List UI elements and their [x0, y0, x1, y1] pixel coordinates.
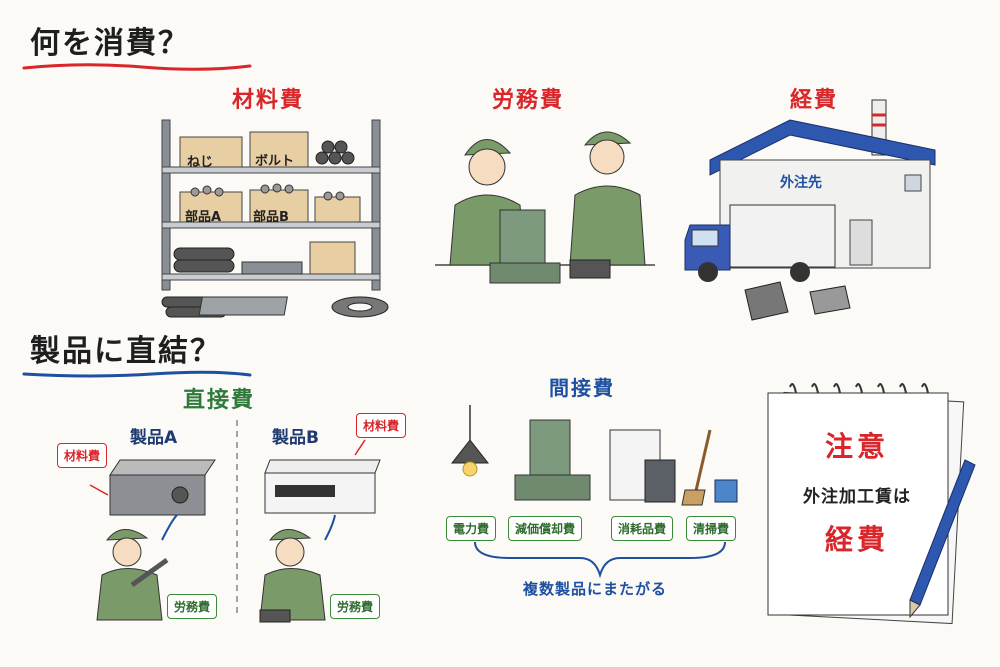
- indirect-tag-cleaning: 清掃費: [686, 516, 737, 541]
- expense-label: 経費: [790, 88, 839, 113]
- direct-divider: [236, 420, 238, 615]
- red-underline: [22, 63, 252, 71]
- factory-truck-illustration: [684, 99, 936, 321]
- note-title: 注意: [824, 430, 889, 463]
- worker-a-illustration: [96, 514, 178, 621]
- product-a-label: 製品A: [130, 428, 178, 448]
- box-label-part-a: 部品A: [185, 210, 222, 225]
- question-direct-link: 製品に直結？: [30, 334, 222, 369]
- product-a-labor-tag: 労務費: [167, 594, 218, 619]
- question-what-consumed: 何を消費？: [30, 26, 190, 61]
- material-cost-label: 材料費: [232, 88, 305, 113]
- note-body: 外注加工賃は: [803, 487, 911, 507]
- box-label-screws: ねじ: [187, 155, 214, 170]
- direct-cost-title: 直接費: [183, 388, 256, 413]
- blue-underline: [22, 370, 252, 378]
- workers-illustration: [435, 131, 655, 284]
- indirect-tag-supplies: 消耗品費: [611, 516, 674, 541]
- product-a-device: [89, 459, 216, 516]
- shelf-illustration: [161, 119, 389, 318]
- box-label-part-b: 部品B: [253, 210, 289, 225]
- product-a-material-tag: 材料費: [57, 443, 108, 468]
- notepad: [767, 383, 976, 625]
- indirect-tag-electricity: 電力費: [446, 516, 497, 541]
- indirect-brace: [474, 541, 726, 579]
- labor-cost-label: 労務費: [492, 88, 565, 113]
- indirect-caption: 複数製品にまたがる: [523, 580, 668, 598]
- building-sign: 外注先: [780, 175, 822, 191]
- indirect-tag-depreciation: 減価償却費: [508, 516, 583, 541]
- product-b-device: [264, 439, 381, 514]
- box-label-bolts: ボルト: [255, 154, 295, 169]
- product-b-label: 製品B: [272, 428, 319, 448]
- product-b-labor-tag: 労務費: [330, 594, 381, 619]
- product-b-material-tag: 材料費: [356, 413, 407, 438]
- worker-b-illustration: [259, 514, 336, 623]
- indirect-cost-title: 間接費: [549, 376, 615, 400]
- indirect-illustrations: [450, 405, 738, 506]
- note-answer: 経費: [824, 523, 889, 556]
